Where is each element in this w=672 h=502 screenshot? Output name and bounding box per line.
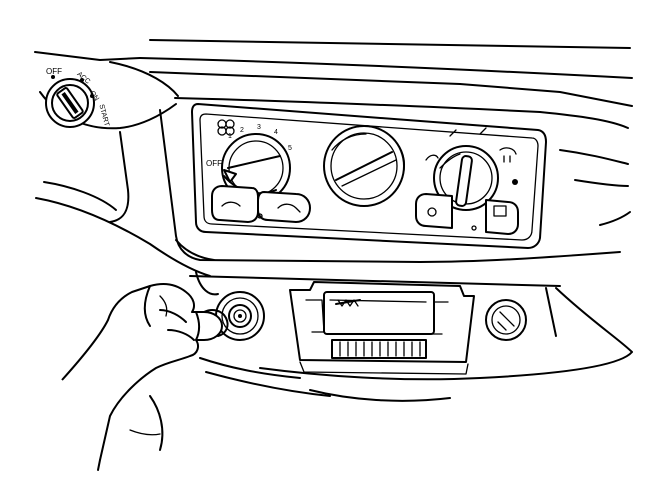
fan-icon <box>217 119 235 136</box>
hand <box>61 283 229 471</box>
fan-speed-4: 4 <box>274 129 278 136</box>
ash-tray <box>289 281 475 375</box>
defrost-icon <box>499 147 517 163</box>
ignition-off-label: OFF <box>46 67 62 76</box>
fan-speed-2: 2 <box>240 127 244 134</box>
fan-off-label: OFF <box>206 159 222 168</box>
face-vent-icon <box>425 154 439 161</box>
temperature-knob <box>323 125 406 207</box>
ignition-on-label: ON <box>88 90 100 103</box>
ignition-switch: OFF ACC ON START <box>45 67 110 128</box>
fan-speed-knob: OFF 1 2 3 4 5 <box>206 119 292 203</box>
vent-face-icon <box>221 201 241 207</box>
fan-speed-1: 1 <box>228 133 232 140</box>
mode-knob <box>425 127 518 211</box>
lower-console <box>189 271 633 402</box>
recirc-icon <box>427 207 437 217</box>
vent-floor-icon <box>277 203 301 213</box>
ignition-start-label: START <box>97 104 110 128</box>
vent-buttons-right <box>415 193 519 235</box>
fan-speed-5: 5 <box>288 145 292 152</box>
vent-buttons-left <box>211 185 311 223</box>
rear-defrost-icon <box>493 205 507 217</box>
fan-speed-3: 3 <box>257 124 261 131</box>
floor-vent-icon <box>449 127 487 137</box>
power-outlet <box>485 299 527 341</box>
